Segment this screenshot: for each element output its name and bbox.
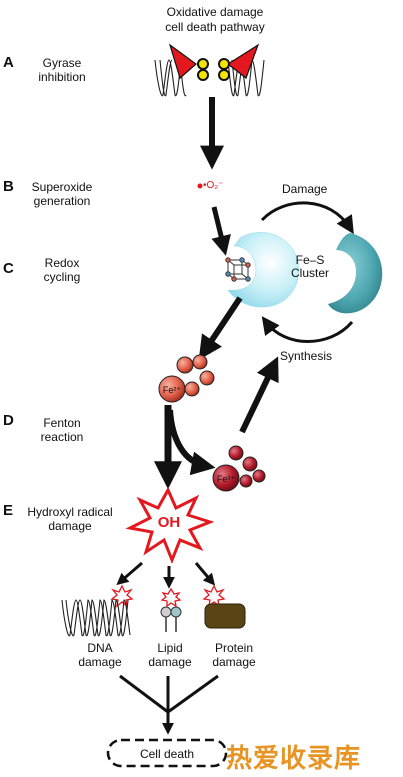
oh-label: OH [157,514,181,531]
step-c-label: Redox cycling [43,256,81,284]
arrow-b-to-c [211,206,231,256]
fes-label-line2: Cluster [290,266,329,280]
step-d-letter: D [3,412,14,429]
step-b-letter: B [3,178,14,195]
step-b-label: Superoxide generation [31,180,93,208]
dna-helix-bottom [61,599,131,637]
arrow-fe3-to-synthesis [239,356,279,434]
superoxide-dot [197,183,203,189]
watermark: 热爱收录库 [226,743,362,773]
arrow-oh-to-protein [194,562,216,586]
title-line1: Oxidative damage [166,5,264,19]
convergence-arrows [119,674,219,735]
arrow-c-to-fe2 [198,296,243,360]
red-triangles [168,43,260,80]
step-e-letter: E [3,502,14,519]
dna-damage-label: DNA damage [78,641,122,669]
cell-death-box [106,738,228,768]
damage-label: Damage [282,182,328,196]
damage-arc [260,201,354,235]
synthesis-label: Synthesis [280,349,333,363]
cell-death-label: Cell death [139,747,195,761]
lipid-damage-label: Lipid damage [148,641,192,669]
synthesis-arc [261,316,354,343]
fes-cube [225,257,251,282]
gyrase-yellow-dots [197,58,230,81]
step-e-label: Hydroxyl radical damage [27,505,113,533]
enzyme-damaged [328,233,383,314]
step-c-letter: C [3,260,14,277]
step-a-label: Gyrase inhibition [38,56,86,84]
protein-block [204,603,246,629]
fe3-cluster [212,445,266,492]
fe2-label: Fe²⁺ [162,385,182,395]
superoxide-label: •O₂⁻ [203,180,224,191]
arrow-oh-to-dna [116,561,143,586]
fes-label-line1: Fe–S [295,253,325,267]
step-d-label: Fenton reaction [40,416,84,444]
fe3-label: Fe³⁺ [216,474,236,484]
step-a-letter: A [3,54,14,71]
title-line2: cell death pathway [165,20,265,34]
arrow-fe2-to-fe3 [167,409,216,476]
protein-damage-label: Protein damage [212,641,256,669]
lipid-molecule [160,606,182,632]
fe2-cluster [158,354,215,403]
small-bursts [110,584,226,608]
oh-starburst [125,486,215,565]
enzyme-intact [227,232,299,308]
